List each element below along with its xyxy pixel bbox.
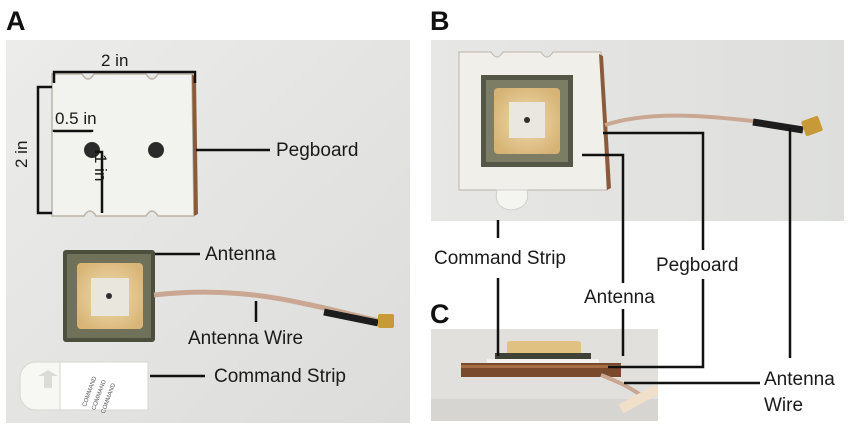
dim-label-hole-depth: 1 in [91, 154, 110, 182]
label-antenna-wire-a: Antenna Wire [188, 328, 304, 349]
command-strip-photo: COMMAND COMMAND COMMAND [19, 361, 149, 415]
label-pegboard-a: Pegboard [276, 140, 359, 161]
dim-line-hole-depth [95, 150, 104, 213]
leader-antenna-b [582, 153, 625, 283]
label-antenna-wire-b-line1: Antenna [764, 369, 835, 390]
leader-pegboard-c [608, 279, 705, 369]
photo-panel-c [431, 329, 658, 421]
dim-line-hole-offset [52, 129, 94, 133]
dim-label-width: 2 in [101, 51, 129, 70]
label-antenna-wire-b-line2: Wire [764, 395, 804, 416]
photo-panel-b [431, 40, 844, 221]
dim-label-hole-offset: 0.5 in [55, 109, 97, 128]
leader-pegboard-b-top [603, 131, 705, 250]
panel-letter-b: B [430, 6, 450, 36]
dim-line-height [36, 85, 52, 215]
label-command-strip-b: Command Strip [434, 248, 566, 269]
label-antenna-b: Antenna [584, 287, 655, 308]
dim-line-width [52, 70, 197, 83]
panel-letter-a: A [6, 6, 26, 36]
panel-letter-c: C [430, 299, 450, 329]
label-pegboard-b: Pegboard [656, 255, 739, 276]
photo-panel-a: COMMAND COMMAND COMMAND [6, 40, 410, 423]
antenna-photo [63, 250, 155, 342]
dim-label-height: 2 in [12, 140, 31, 168]
label-command-strip-a: Command Strip [214, 366, 346, 387]
label-antenna-a: Antenna [205, 244, 276, 265]
pegboard-piece [51, 73, 198, 217]
